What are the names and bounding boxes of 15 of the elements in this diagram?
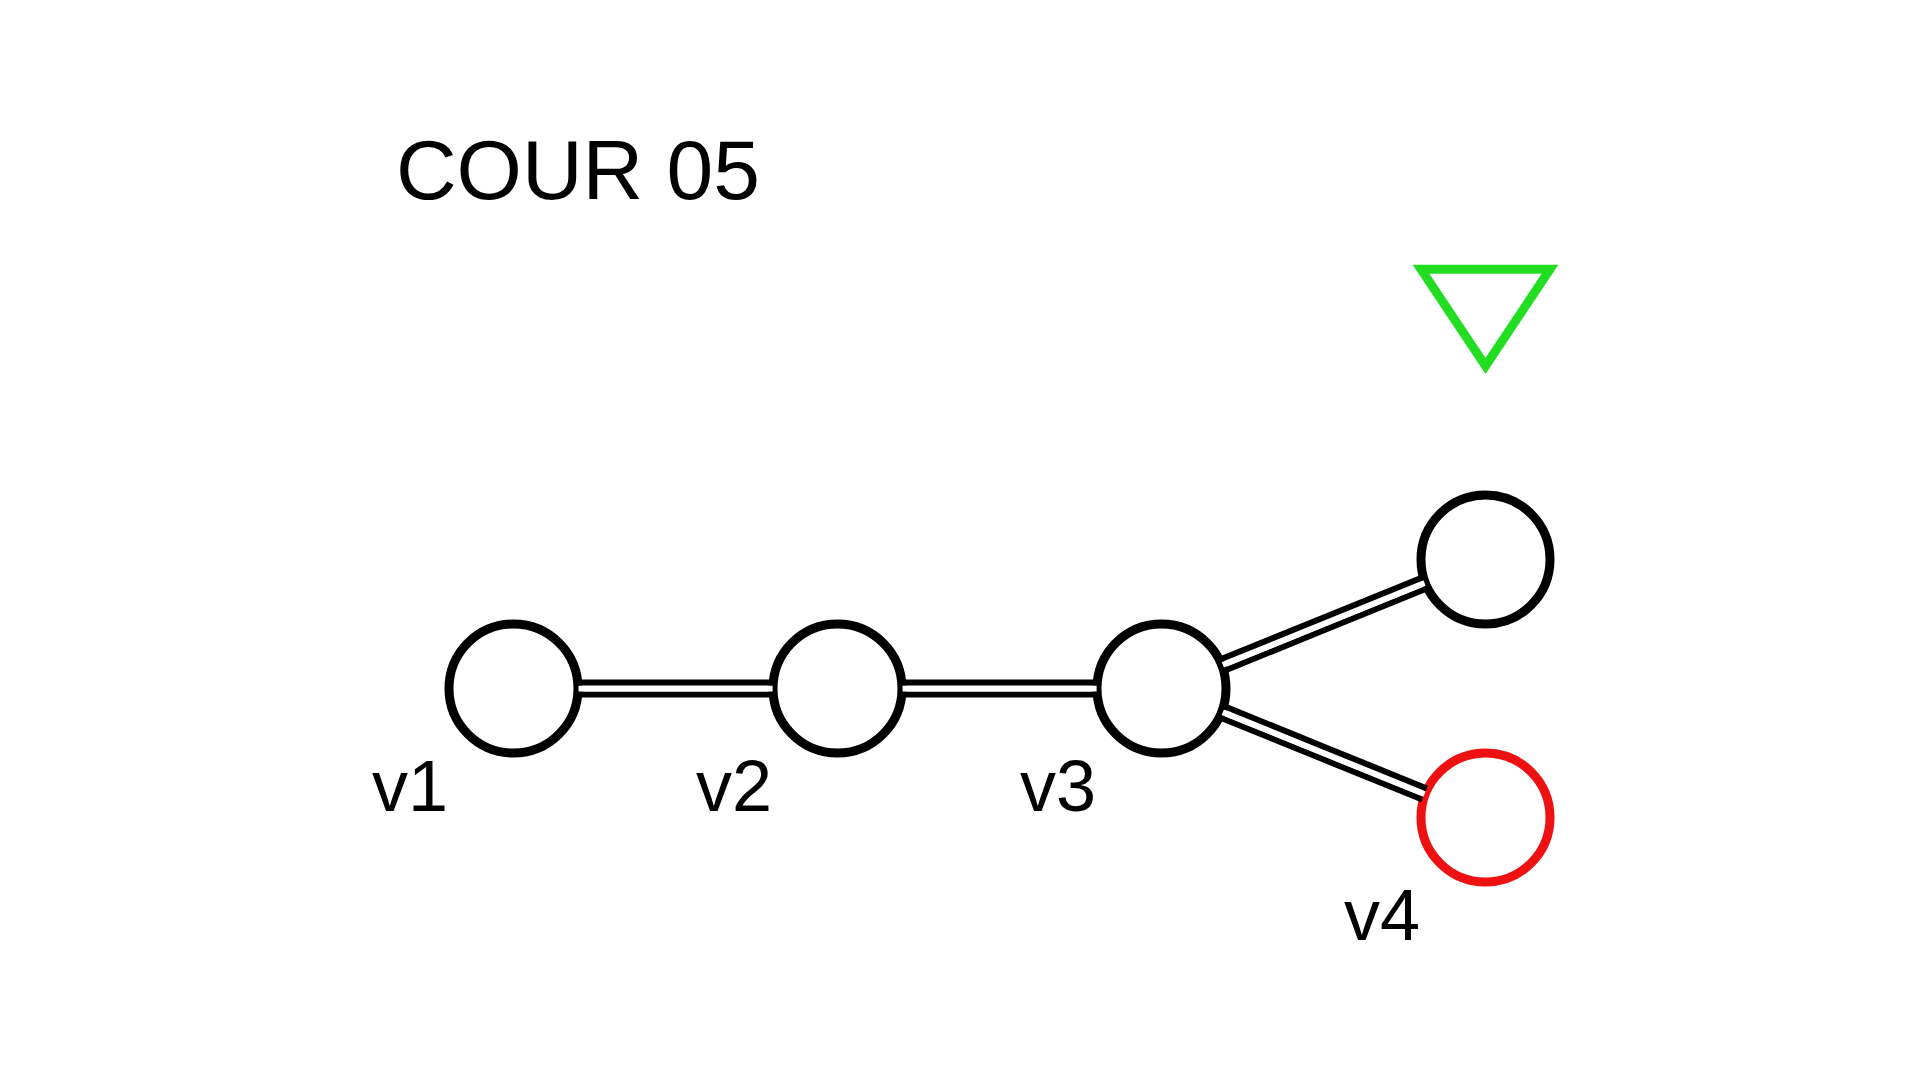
node-label: v4 <box>1343 874 1420 955</box>
node-circle <box>768 619 906 758</box>
diagram-title: COUR 05 <box>395 123 760 218</box>
node-circle <box>1092 619 1230 758</box>
node-triangle <box>1412 264 1558 375</box>
node-circle <box>444 619 582 758</box>
node-label: v3 <box>1019 745 1096 826</box>
node-circle <box>1416 748 1554 887</box>
connector <box>1218 703 1428 803</box>
node-label: v2 <box>695 745 772 826</box>
node-label: v1 <box>371 745 448 826</box>
connector <box>578 679 773 698</box>
connector <box>1218 574 1428 674</box>
connector <box>902 679 1097 698</box>
node-circle <box>1416 490 1554 629</box>
